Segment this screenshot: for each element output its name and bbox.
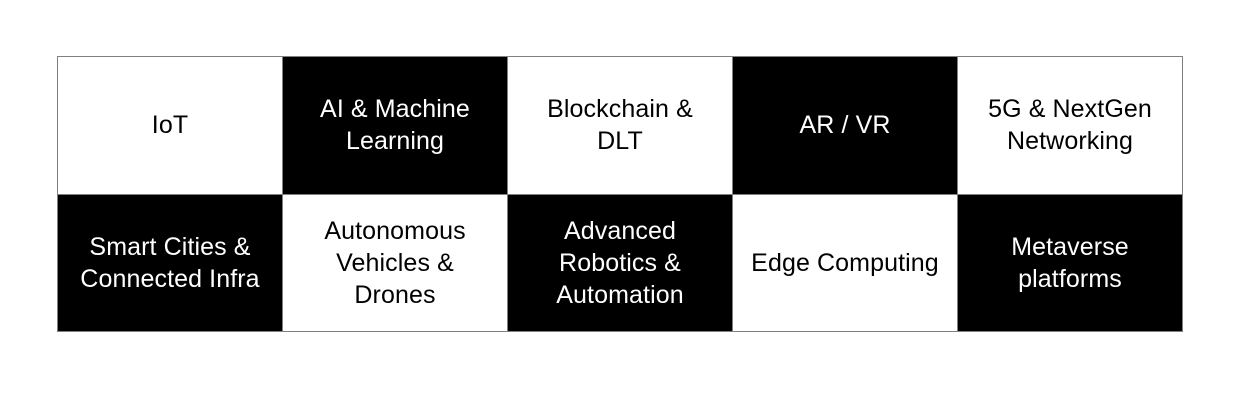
- grid-cell-ar-vr[interactable]: AR / VR: [733, 57, 957, 194]
- grid-cell-label: AI & Machine Learning: [320, 95, 470, 156]
- grid-cell-label: Smart Cities & Connected Infra: [80, 232, 260, 293]
- grid-cell-label: Edge Computing: [751, 248, 939, 277]
- grid-cell-label: AR / VR: [799, 111, 891, 140]
- grid-cell-label: 5G & NextGen Networking: [988, 95, 1152, 156]
- grid-cell-ai-machine-learning[interactable]: AI & Machine Learning: [283, 57, 507, 194]
- grid-cell-metaverse-platforms[interactable]: Metaverse platforms: [958, 194, 1182, 331]
- technology-domains-grid: IoT AI & Machine Learning Blockchain & D…: [57, 56, 1183, 332]
- grid-cell-blockchain-dlt[interactable]: Blockchain & DLT: [508, 57, 732, 194]
- grid-cell-iot[interactable]: IoT: [58, 57, 282, 194]
- grid-cell-label: Autonomous Vehicles & Drones: [324, 216, 466, 309]
- grid-cell-label: IoT: [151, 111, 189, 140]
- grid-cell-label: Blockchain & DLT: [547, 95, 693, 156]
- grid-cell-autonomous-vehicles-drones[interactable]: Autonomous Vehicles & Drones: [283, 194, 507, 331]
- grid-cell-edge-computing[interactable]: Edge Computing: [733, 194, 957, 331]
- grid-cell-label: Advanced Robotics & Automation: [556, 216, 684, 309]
- grid-cell-5g-nextgen-networking[interactable]: 5G & NextGen Networking: [958, 57, 1182, 194]
- grid-cell-advanced-robotics-automation[interactable]: Advanced Robotics & Automation: [508, 194, 732, 331]
- grid-cell-smart-cities-connected-infra[interactable]: Smart Cities & Connected Infra: [58, 194, 282, 331]
- grid-cell-label: Metaverse platforms: [1011, 232, 1129, 293]
